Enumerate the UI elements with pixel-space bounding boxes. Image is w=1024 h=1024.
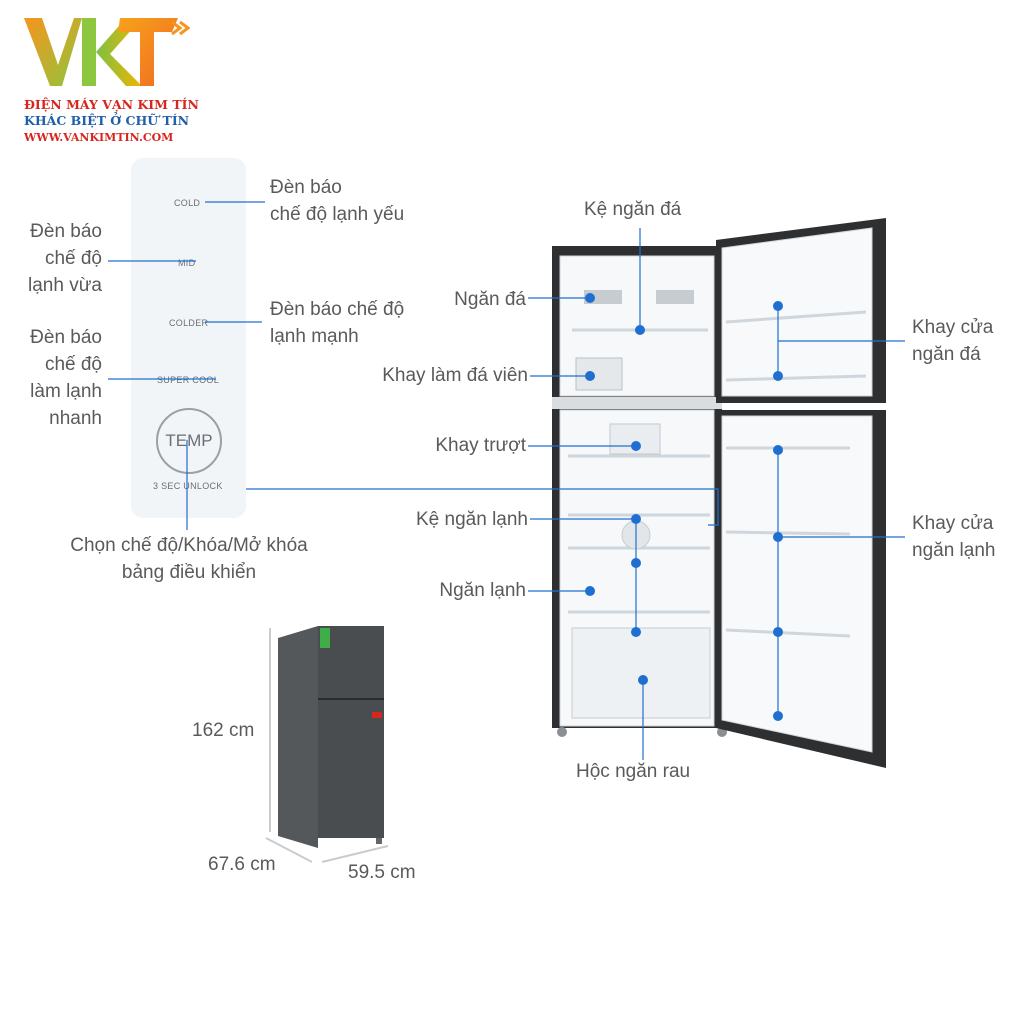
label-sliding-tray: Khay trượt	[435, 435, 526, 456]
dimension-depth: 67.6 cm	[208, 854, 276, 875]
temp-button[interactable]: TEMP	[156, 408, 222, 474]
brand-name: ĐIỆN MÁY VẠN KIM TÍN	[24, 97, 199, 112]
brand-slogan: KHÁC BIỆT Ở CHỮ TÍN	[24, 113, 190, 128]
label-fridge: Ngăn lạnh	[439, 580, 526, 601]
label-line: bảng điều khiển	[121, 562, 257, 583]
dimension-height: 162 cm	[192, 720, 255, 741]
label-freezer-shelf: Kệ ngăn đá	[584, 199, 682, 220]
label-line: Chọn chế độ/Khóa/Mở khóa	[70, 535, 308, 556]
brand-website: WWW.VANKIMTIN.COM	[24, 131, 174, 144]
label-line: ngăn lạnh	[912, 540, 996, 561]
leader-lines	[108, 201, 905, 760]
label-ice-tray: Khay làm đá viên	[382, 365, 528, 386]
label-mid-indicator: Đèn báo chế độ lạnh vừa	[10, 218, 102, 299]
dimension-lines	[265, 628, 389, 863]
label-line: chế độ	[44, 354, 102, 375]
label-line: Đèn báo	[30, 221, 102, 242]
dimension-width: 59.5 cm	[348, 862, 416, 883]
label-line: nhanh	[49, 408, 102, 429]
fridge-door	[716, 410, 886, 768]
freezer-door	[716, 218, 886, 403]
label-line: chế độ	[44, 248, 102, 269]
callout-dots	[585, 293, 783, 721]
label-line: Đèn báo	[30, 327, 102, 348]
label-line: làm lạnh	[30, 381, 102, 402]
closed-fridge	[278, 626, 384, 848]
brand-logo	[22, 10, 192, 90]
label-fridge-shelf: Kệ ngăn lạnh	[416, 509, 528, 530]
supercool-indicator-text: SUPER COOL	[157, 375, 220, 385]
colder-indicator-text: COLDER	[169, 318, 209, 328]
label-freezer: Ngăn đá	[454, 289, 526, 310]
label-line: Đèn báo chế độ	[270, 299, 405, 320]
label-line: Khay cửa	[912, 513, 994, 534]
label-temp-button: Chọn chế độ/Khóa/Mở khóa bảng điều khiển	[40, 532, 338, 586]
label-line: ngăn đá	[912, 344, 981, 365]
label-cold-indicator: Đèn báo chế độ lạnh yếu	[270, 174, 404, 228]
label-line: chế độ lạnh yếu	[270, 204, 405, 225]
label-fridge-door: Khay cửa ngăn lạnh	[912, 510, 995, 564]
cold-indicator-text: COLD	[174, 198, 201, 208]
unlock-text: 3 SEC UNLOCK	[153, 481, 223, 491]
label-colder-indicator: Đèn báo chế độ lạnh mạnh	[270, 296, 404, 350]
label-line: lạnh vừa	[28, 275, 102, 296]
label-line: Khay cửa	[912, 317, 994, 338]
label-line: Đèn báo	[270, 177, 342, 198]
label-freezer-door: Khay cửa ngăn đá	[912, 314, 993, 368]
mid-indicator-text: MID	[178, 258, 196, 268]
label-crisper: Hộc ngăn rau	[576, 761, 691, 782]
label-supercool-indicator: Đèn báo chế độ làm lạnh nhanh	[10, 324, 102, 432]
label-line: lạnh mạnh	[270, 326, 359, 347]
